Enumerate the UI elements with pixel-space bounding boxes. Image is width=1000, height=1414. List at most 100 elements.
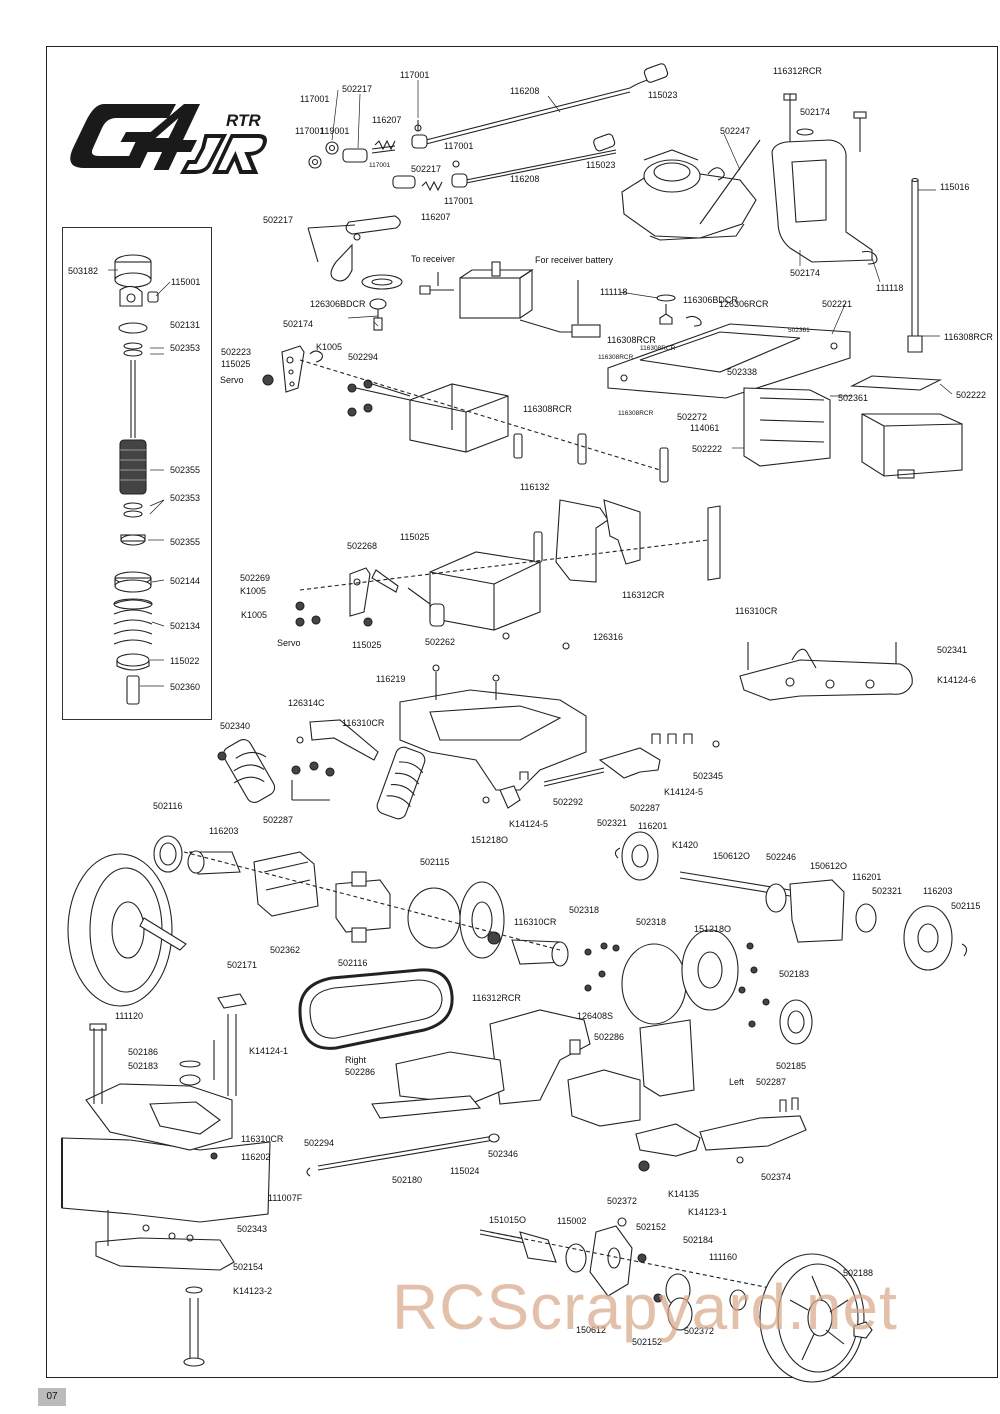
drive-belt: [298, 968, 454, 1050]
part-label: 502353: [170, 343, 201, 353]
page-number: 07: [38, 1388, 66, 1406]
part-label: 117001: [444, 141, 474, 151]
part-label: K14124-5: [509, 819, 549, 829]
part-label: 502131: [170, 320, 201, 330]
part-label: 502374: [761, 1172, 792, 1182]
front-arms: [482, 733, 720, 809]
part-label: 502262: [425, 637, 456, 647]
part-label: 116310CR: [241, 1134, 284, 1144]
part-label: 115022: [170, 656, 200, 666]
note-right: Right: [345, 1055, 367, 1065]
part-label: 114061: [690, 423, 720, 433]
part-label: 502184: [683, 1235, 714, 1245]
part-label: 502360: [170, 682, 201, 692]
front-bumper: [61, 993, 271, 1223]
part-label: 502134: [170, 621, 201, 631]
part-label: 502174: [800, 107, 831, 117]
part-label: 502321: [597, 818, 628, 828]
part-label: 116312RCR: [472, 993, 521, 1003]
part-label: 502152: [632, 1337, 663, 1347]
part-label: 119001: [320, 126, 350, 136]
part-label: 126314C: [288, 698, 325, 708]
part-label: 502346: [488, 1149, 519, 1159]
part-label: 502355: [170, 465, 201, 475]
part-label: 117001: [295, 126, 325, 136]
part-label: K1005: [316, 342, 343, 352]
front-bulkhead: [399, 632, 587, 791]
part-label: 116132: [520, 482, 550, 492]
g4-jr-rtr-logo: RTR: [66, 96, 306, 174]
part-label: 116308RCR: [640, 345, 676, 352]
part-label: 116312RCR: [773, 66, 822, 76]
part-label: 116308RCR: [523, 404, 572, 414]
part-label: 502287: [756, 1077, 787, 1087]
part-label: 116203: [923, 886, 953, 896]
layshaft-and-pulleys: [584, 831, 968, 1045]
diff-assembly: [153, 835, 569, 967]
part-label: 502115: [951, 901, 981, 911]
part-label: 115025: [221, 359, 251, 369]
part-label: 502292: [553, 797, 584, 807]
part-label: 502223: [221, 347, 252, 357]
part-label: 115023: [586, 160, 616, 170]
part-label: 502222: [956, 390, 987, 400]
part-label: 502294: [348, 352, 379, 362]
part-label: 502115: [420, 857, 450, 867]
part-label: 502222: [692, 444, 723, 454]
part-label: 502287: [630, 803, 661, 813]
part-label: 502318: [636, 917, 667, 927]
part-label: 502287: [263, 815, 294, 825]
part-label: K1420: [672, 840, 699, 850]
part-label: 116308RCR: [607, 335, 656, 345]
part-label: 116308RCR: [618, 410, 654, 417]
part-label: 111118: [600, 287, 628, 297]
part-label: 151015O: [489, 1215, 527, 1225]
part-label: 150612O: [810, 861, 848, 871]
part-label: 116201: [638, 821, 668, 831]
part-label: K14123-1: [688, 1207, 728, 1217]
upright-brace: [771, 93, 878, 265]
part-label: 502361: [838, 393, 869, 403]
part-label: 502355: [170, 537, 201, 547]
page-frame: [46, 46, 998, 1378]
part-label: 116310CR: [514, 917, 557, 927]
front-wheel-right: [759, 1253, 873, 1383]
part-label: 502362: [270, 945, 301, 955]
part-label: 502221: [822, 299, 853, 309]
part-label: 116306BDCR: [683, 295, 738, 305]
part-label: 502286: [345, 1067, 376, 1077]
note-receiver-battery: For receiver battery: [535, 255, 614, 265]
part-label: 126316: [593, 632, 624, 642]
part-label: 502272: [677, 412, 708, 422]
part-label: 111007F: [268, 1193, 303, 1203]
part-label: 502345: [693, 771, 724, 781]
rear-wheel-left: [67, 853, 187, 1007]
part-label: 502144: [170, 576, 201, 586]
part-label: 116310CR: [342, 718, 385, 728]
part-label: 126306BDCR: [310, 299, 366, 309]
part-label: 150612: [576, 1325, 607, 1335]
steering-servo: [295, 499, 721, 631]
part-label: 502154: [233, 1262, 264, 1272]
part-label: 126408S: [577, 1011, 614, 1021]
part-label: 502183: [128, 1061, 159, 1071]
part-label: 502185: [776, 1061, 807, 1071]
antenna-tube: [907, 177, 923, 353]
part-label: 502372: [607, 1196, 638, 1206]
part-label: 151218O: [471, 835, 509, 845]
part-label: 502286: [594, 1032, 625, 1042]
logo-tag: RTR: [226, 111, 261, 130]
part-label: K1005: [241, 610, 268, 620]
part-label: 115025: [400, 532, 430, 542]
part-label: 116219: [376, 674, 406, 684]
front-plate: [95, 1210, 235, 1367]
part-label: 115024: [450, 1166, 480, 1176]
part-label: 502338: [727, 367, 758, 377]
part-label: 111118: [876, 283, 904, 293]
part-label: 116308RCR: [598, 354, 634, 361]
part-label: 117001: [369, 162, 391, 169]
note-to-receiver: To receiver: [411, 254, 456, 264]
part-label: 502246: [766, 852, 797, 862]
linkage-rods: [307, 63, 669, 331]
part-label: 115016: [940, 182, 970, 192]
